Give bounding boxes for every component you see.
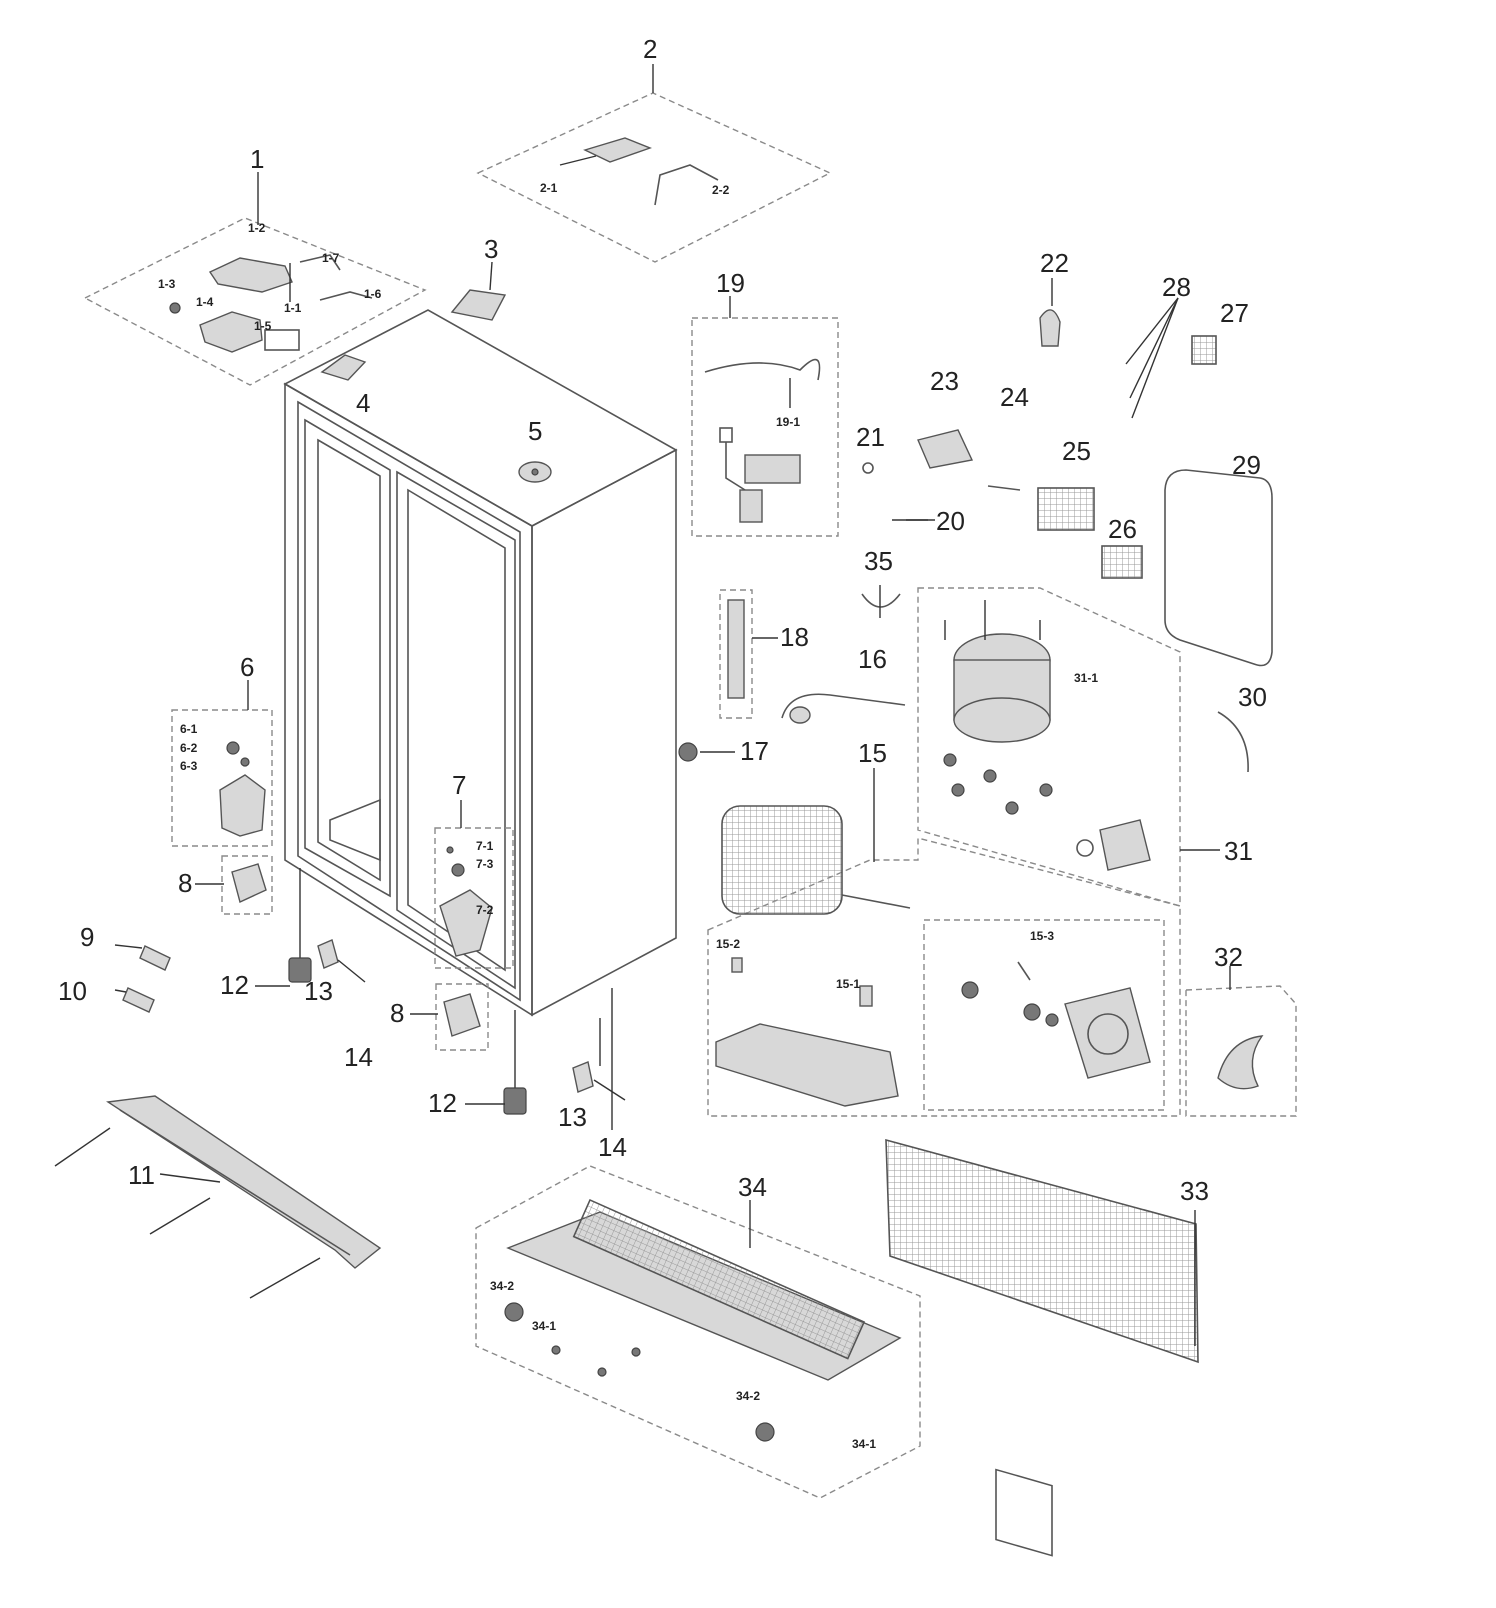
part-9-10 xyxy=(122,945,171,1013)
sublabel-6-3: 6-3 xyxy=(180,759,198,773)
label-33: 33 xyxy=(1180,1176,1209,1206)
misc-parts-right xyxy=(862,278,1273,773)
label-14-b: 14 xyxy=(598,1132,627,1162)
part-group-15 xyxy=(707,768,1181,1117)
label-3: 3 xyxy=(484,234,498,264)
label-21: 21 xyxy=(856,422,885,452)
sublabel-15-3: 15-3 xyxy=(1030,929,1054,943)
label-29: 29 xyxy=(1232,450,1261,480)
label-14-a: 14 xyxy=(344,1042,373,1072)
part-13-14-a xyxy=(317,939,366,983)
label-31: 31 xyxy=(1224,836,1253,866)
sublabel-34-2-b: 34-2 xyxy=(736,1389,760,1403)
part-group-6 xyxy=(171,680,273,847)
part-3 xyxy=(450,261,507,321)
part-12-a xyxy=(288,868,312,983)
part-labels: 1 2 3 4 5 6 7 8 8 9 10 11 12 12 13 13 14… xyxy=(58,34,1267,1206)
sublabel-1-6: 1-6 xyxy=(364,287,382,301)
leader-lines xyxy=(114,519,1196,1346)
part-group-8-left xyxy=(221,855,273,915)
refrigerator-cabinet xyxy=(283,309,678,1017)
part-group-1 xyxy=(83,172,427,386)
label-15: 15 xyxy=(858,738,887,768)
label-24: 24 xyxy=(1000,382,1029,412)
sublabel-34-2-a: 34-2 xyxy=(490,1279,514,1293)
label-18: 18 xyxy=(780,622,809,652)
part-17 xyxy=(678,742,698,762)
label-5: 5 xyxy=(528,416,542,446)
label-9: 9 xyxy=(80,922,94,952)
label-6: 6 xyxy=(240,652,254,682)
part-11 xyxy=(54,1095,382,1299)
sublabel-1-7: 1-7 xyxy=(322,251,340,265)
sublabel-2-1: 2-1 xyxy=(540,181,558,195)
label-26: 26 xyxy=(1108,514,1137,544)
part-13-14-b xyxy=(572,988,626,1130)
label-25: 25 xyxy=(1062,436,1091,466)
part-group-31 xyxy=(917,587,1220,907)
label-34: 34 xyxy=(738,1172,767,1202)
sub-labels: 1-2 1-3 1-7 1-4 1-1 1-6 1-5 2-1 2-2 6-1 … xyxy=(158,181,1098,1451)
label-20: 20 xyxy=(936,506,965,536)
label-12-a: 12 xyxy=(220,970,249,1000)
label-35: 35 xyxy=(864,546,893,576)
label-27: 27 xyxy=(1220,298,1249,328)
label-1: 1 xyxy=(250,144,264,174)
label-19: 19 xyxy=(716,268,745,298)
part-group-8-bottom xyxy=(435,983,489,1051)
label-23: 23 xyxy=(930,366,959,396)
sublabel-6-2: 6-2 xyxy=(180,741,198,755)
part-18 xyxy=(719,589,753,719)
label-32: 32 xyxy=(1214,942,1243,972)
sublabel-15-1: 15-1 xyxy=(836,977,860,991)
sublabel-1-1: 1-1 xyxy=(284,301,302,315)
part-group-32 xyxy=(1185,966,1297,1117)
label-4: 4 xyxy=(356,388,370,418)
label-16: 16 xyxy=(858,644,887,674)
label-22: 22 xyxy=(1040,248,1069,278)
part-12-b xyxy=(503,1010,527,1115)
label-28: 28 xyxy=(1162,272,1191,302)
label-10: 10 xyxy=(58,976,87,1006)
sublabel-1-3: 1-3 xyxy=(158,277,176,291)
part-group-19 xyxy=(691,296,839,537)
sublabel-2-2: 2-2 xyxy=(712,183,730,197)
part-group-34 xyxy=(475,1165,921,1499)
label-2: 2 xyxy=(643,34,657,64)
label-8-bottom: 8 xyxy=(390,998,404,1028)
sublabel-1-5: 1-5 xyxy=(254,319,272,333)
part-33 xyxy=(885,1138,1199,1557)
sublabel-31-1: 31-1 xyxy=(1074,671,1098,685)
label-30: 30 xyxy=(1238,682,1267,712)
label-8-left: 8 xyxy=(178,868,192,898)
sublabel-6-1: 6-1 xyxy=(180,722,198,736)
label-11: 11 xyxy=(128,1160,155,1190)
label-7: 7 xyxy=(452,770,466,800)
label-17: 17 xyxy=(740,736,769,766)
sublabel-7-1: 7-1 xyxy=(476,839,494,853)
sublabel-19-1: 19-1 xyxy=(776,415,800,429)
sublabel-7-3: 7-3 xyxy=(476,857,494,871)
part-group-2 xyxy=(476,64,832,263)
part-group-7 xyxy=(434,800,514,969)
label-13-a: 13 xyxy=(304,976,333,1006)
sublabel-1-2: 1-2 xyxy=(248,221,266,235)
sublabel-1-4: 1-4 xyxy=(196,295,214,309)
part-16-35 xyxy=(781,585,906,724)
label-12-b: 12 xyxy=(428,1088,457,1118)
label-13-b: 13 xyxy=(558,1102,587,1132)
sublabel-34-1-b: 34-1 xyxy=(852,1437,876,1451)
part-group-15-3 xyxy=(923,919,1165,1111)
sublabel-7-2: 7-2 xyxy=(476,903,494,917)
sublabel-34-1-a: 34-1 xyxy=(532,1319,556,1333)
sublabel-15-2: 15-2 xyxy=(716,937,740,951)
